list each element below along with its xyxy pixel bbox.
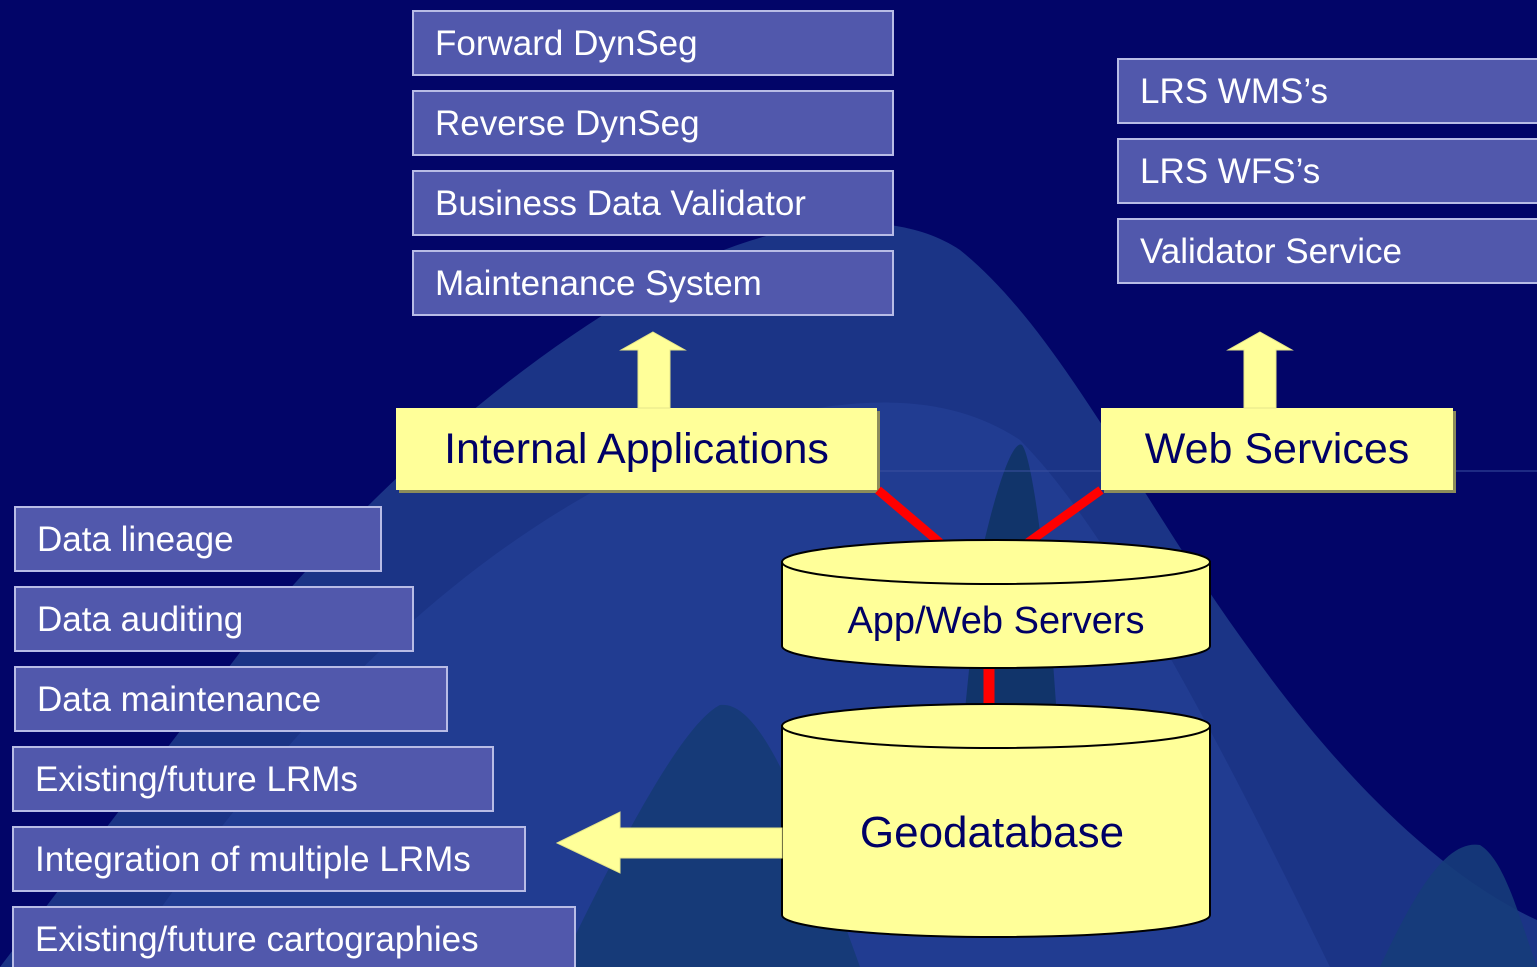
capability-data-auditing: Data auditing <box>14 586 414 652</box>
app-web-servers-label: App/Web Servers <box>847 600 1145 642</box>
web-service-lrs-wfs: LRS WFS’s <box>1117 138 1537 204</box>
internal-app-forward-dynseg: Forward DynSeg <box>412 10 894 76</box>
capability-data-lineage: Data lineage <box>14 506 382 572</box>
web-services-label: Web Services <box>1101 408 1453 490</box>
internal-app-business-data-validator: Business Data Validator <box>412 170 894 236</box>
internal-app-maintenance-system: Maintenance System <box>412 250 894 316</box>
internal-applications-label: Internal Applications <box>396 408 877 490</box>
web-service-validator-service: Validator Service <box>1117 218 1537 284</box>
internal-app-reverse-dynseg: Reverse DynSeg <box>412 90 894 156</box>
capability-existing-future-lrms: Existing/future LRMs <box>12 746 494 812</box>
web-service-lrs-wms: LRS WMS’s <box>1117 58 1537 124</box>
capability-existing-future-cartographies: Existing/future cartographies <box>12 906 576 967</box>
capability-data-maintenance: Data maintenance <box>14 666 448 732</box>
geodatabase-label: Geodatabase <box>859 808 1125 857</box>
capability-integration-of-multiple-lrms: Integration of multiple LRMs <box>12 826 526 892</box>
